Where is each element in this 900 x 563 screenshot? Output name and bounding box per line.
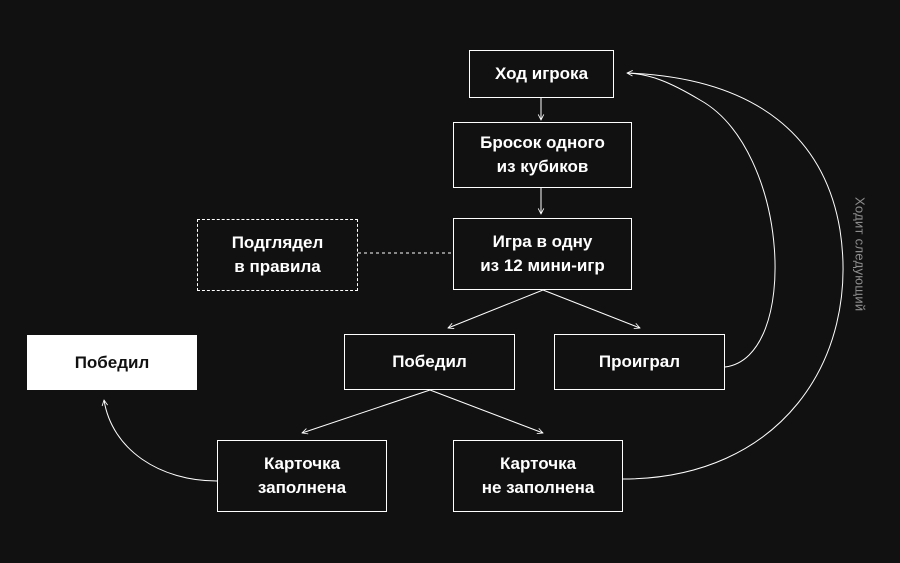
arrow-game-to-won <box>448 289 544 328</box>
arrow-won-to-not-filled <box>429 389 543 433</box>
node-card-not-filled: Карточка не заполнена <box>453 440 623 512</box>
node-card-filled: Карточка заполнена <box>217 440 387 512</box>
arrow-filled-to-final-win <box>104 400 218 482</box>
arrow-won-to-filled <box>302 389 431 433</box>
node-player-turn: Ход игрока <box>469 50 614 98</box>
node-final-win: Победил <box>27 335 197 390</box>
arrow-lost-back-to-turn <box>627 73 776 368</box>
node-peeked-rules: Подглядел в правила <box>197 219 358 291</box>
arrow-not-filled-back-to-turn <box>622 72 844 480</box>
arrow-game-to-lost <box>542 289 640 328</box>
node-roll-die: Бросок одного из кубиков <box>453 122 632 188</box>
loop-label: Ходит следующий <box>852 197 868 312</box>
node-won-round: Победил <box>344 334 515 390</box>
node-lost-round: Проиграл <box>554 334 725 390</box>
node-play-minigame: Игра в одну из 12 мини-игр <box>453 218 632 290</box>
